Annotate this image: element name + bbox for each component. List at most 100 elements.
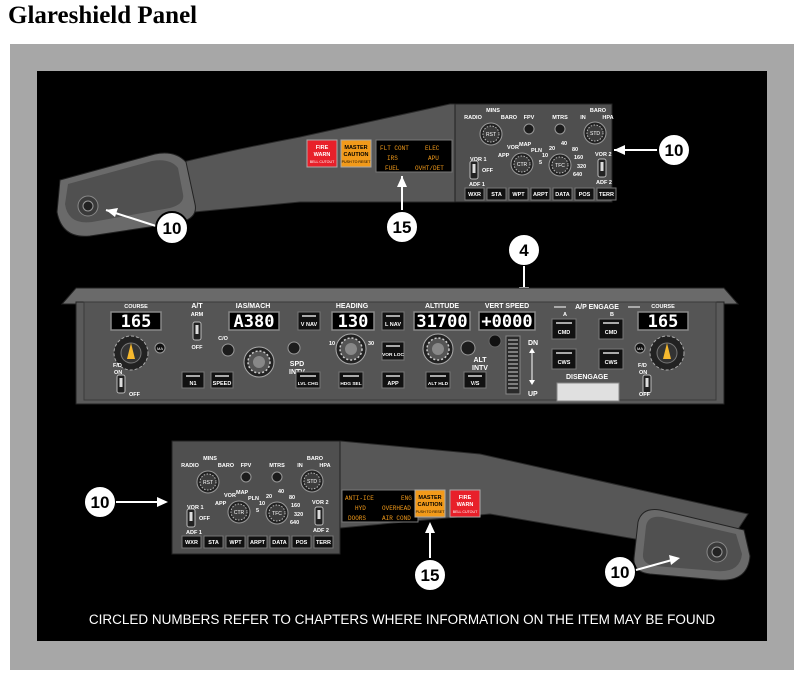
master-caution-text-2: CAUTION: [343, 152, 368, 158]
tfc-label: TFC: [555, 163, 565, 169]
co-button[interactable]: [221, 343, 235, 357]
wpt-button[interactable]: [508, 187, 529, 201]
ias-mach-label: IAS/MACH: [236, 303, 271, 310]
data-button-bottom[interactable]: [269, 535, 290, 549]
vs-thumbwheel[interactable]: [505, 335, 521, 395]
mtrs-button[interactable]: [554, 123, 566, 135]
range-10-label: 10: [542, 153, 548, 159]
vor1-label: VOR 1: [470, 157, 487, 163]
vor-adf-1-switch-bottom[interactable]: [186, 508, 196, 528]
pos-button-bottom[interactable]: [291, 535, 312, 549]
fd-right-label: F/D: [638, 363, 647, 369]
vor-adf-2-switch-bottom[interactable]: [314, 506, 324, 526]
spd-intv-button[interactable]: [287, 341, 301, 355]
range-selector-knob[interactable]: TFC: [548, 153, 572, 177]
b-vor1-off-label: OFF: [199, 516, 211, 522]
cmd-a-label: CMD: [558, 330, 571, 336]
baro-knob-bottom[interactable]: STD: [300, 469, 324, 493]
fire-warn-text-3: BELL CUTOUT: [310, 160, 335, 164]
alt-intv-button[interactable]: [460, 340, 476, 356]
terr-button-bottom[interactable]: [313, 535, 334, 549]
efis-b-mins-label: MINS: [203, 456, 217, 462]
fpv-button[interactable]: [523, 123, 535, 135]
efis-baro-right-label: BARO: [590, 108, 607, 114]
callout-side-bottom: 10: [603, 555, 680, 589]
b-range-160-label: 160: [291, 503, 300, 509]
sta-label-bottom: STA: [208, 540, 219, 546]
arpt-button-bottom[interactable]: [247, 535, 268, 549]
fd-right-switch[interactable]: [642, 374, 652, 394]
fire-warn-b-text-3: BELL CUTOUT: [453, 510, 478, 514]
data-label-bottom: DATA: [272, 540, 286, 546]
b-range-5-label: 5: [256, 508, 259, 514]
vs-indicator: [488, 334, 502, 348]
mtrs-button-bottom[interactable]: [271, 471, 283, 483]
course-right-label: COURSE: [651, 304, 675, 310]
altitude-knob[interactable]: [422, 333, 454, 365]
arpt-label-bottom: ARPT: [250, 540, 266, 546]
master-caution-light[interactable]: MASTER CAUTION PUSH TO RESET: [340, 139, 372, 168]
disengage-bar[interactable]: [556, 382, 620, 402]
fpv-button-bottom[interactable]: [240, 471, 252, 483]
mode-selector-knob[interactable]: CTR: [510, 152, 534, 176]
baro-knob[interactable]: STD: [583, 121, 607, 145]
callout-side-top-number: 10: [163, 219, 182, 238]
fire-warn-light[interactable]: FIRE WARN BELL CUTOUT: [306, 139, 338, 168]
fire-warn-light-bottom[interactable]: FIRE WARN BELL CUTOUT: [449, 489, 481, 518]
terr-button[interactable]: [596, 187, 617, 201]
wxr-button[interactable]: [464, 187, 485, 201]
hdg-sel-label: HDG SEL: [340, 381, 361, 387]
range-selector-knob-bottom[interactable]: TFC: [265, 501, 289, 525]
b-adf2-label: ADF 2: [313, 528, 329, 534]
b-range-40-label: 40: [278, 489, 284, 495]
efis-hpa-label: HPA: [602, 115, 613, 121]
lnav-button-bar: [386, 315, 400, 317]
mins-knob[interactable]: RST: [479, 122, 503, 146]
master-caution-text-1: MASTER: [344, 145, 367, 151]
vor-adf-1-switch[interactable]: [469, 160, 479, 180]
ias-knob[interactable]: [243, 346, 275, 378]
b-range-80-label: 80: [289, 495, 295, 501]
cmd-a-button-bar: [556, 322, 572, 324]
annunciator-anti-ice: ANTI-ICE: [345, 495, 374, 502]
wxr-label-bottom: WXR: [185, 540, 198, 546]
sta-button-bottom[interactable]: [203, 535, 224, 549]
pos-button[interactable]: [574, 187, 595, 201]
course-right-display: [637, 311, 689, 331]
heading-scale-right: 30: [368, 341, 374, 347]
rst-label-bottom: RST: [203, 480, 213, 486]
at-arm-switch[interactable]: [192, 321, 202, 341]
cws-a-button-bar: [556, 352, 572, 354]
adf2-label: ADF 2: [596, 180, 612, 186]
data-button[interactable]: [552, 187, 573, 201]
sta-button[interactable]: [486, 187, 507, 201]
app-button-bar: [386, 375, 400, 377]
fire-warn-text-1: FIRE: [316, 145, 329, 151]
master-caution-light-bottom[interactable]: MASTER CAUTION PUSH TO RESET: [414, 489, 446, 518]
lvl-chg-button-bar: [300, 375, 316, 377]
mins-knob-bottom[interactable]: RST: [196, 470, 220, 494]
heading-knob[interactable]: [335, 333, 367, 365]
mode-selector-knob-bottom[interactable]: CTR: [227, 500, 251, 524]
data-label: DATA: [555, 192, 569, 198]
course-right-knob[interactable]: [649, 335, 685, 371]
wxr-button-bottom[interactable]: [181, 535, 202, 549]
heading-value: 130: [338, 312, 369, 332]
wpt-button-bottom[interactable]: [225, 535, 246, 549]
b-vor1-label: VOR 1: [187, 505, 204, 511]
vor1-off-label: OFF: [482, 168, 494, 174]
glareshield-diagram: FIRE WARN BELL CUTOUT MASTER CAUTION PUS…: [10, 44, 794, 670]
arpt-button[interactable]: [530, 187, 551, 201]
range-320-label: 320: [577, 164, 586, 170]
efis-panel-top: MINS RADIO BARO RST FPV MTRS BARO IN HPA…: [464, 108, 617, 201]
range-80-label: 80: [572, 147, 578, 153]
ias-display: [228, 311, 280, 331]
efis-panel-bottom: MINS RADIO BARO RST FPV MTRS BARO IN HPA…: [181, 456, 334, 549]
mode-app-label: APP: [498, 153, 510, 159]
cws-a-label: CWS: [558, 360, 571, 366]
warning-lights-top: FIRE WARN BELL CUTOUT MASTER CAUTION PUS…: [306, 139, 453, 173]
vor-adf-2-switch[interactable]: [597, 158, 607, 178]
fd-left-switch[interactable]: [116, 374, 126, 394]
sta-label: STA: [491, 192, 502, 198]
callout-warn-top-number: 15: [393, 218, 412, 237]
